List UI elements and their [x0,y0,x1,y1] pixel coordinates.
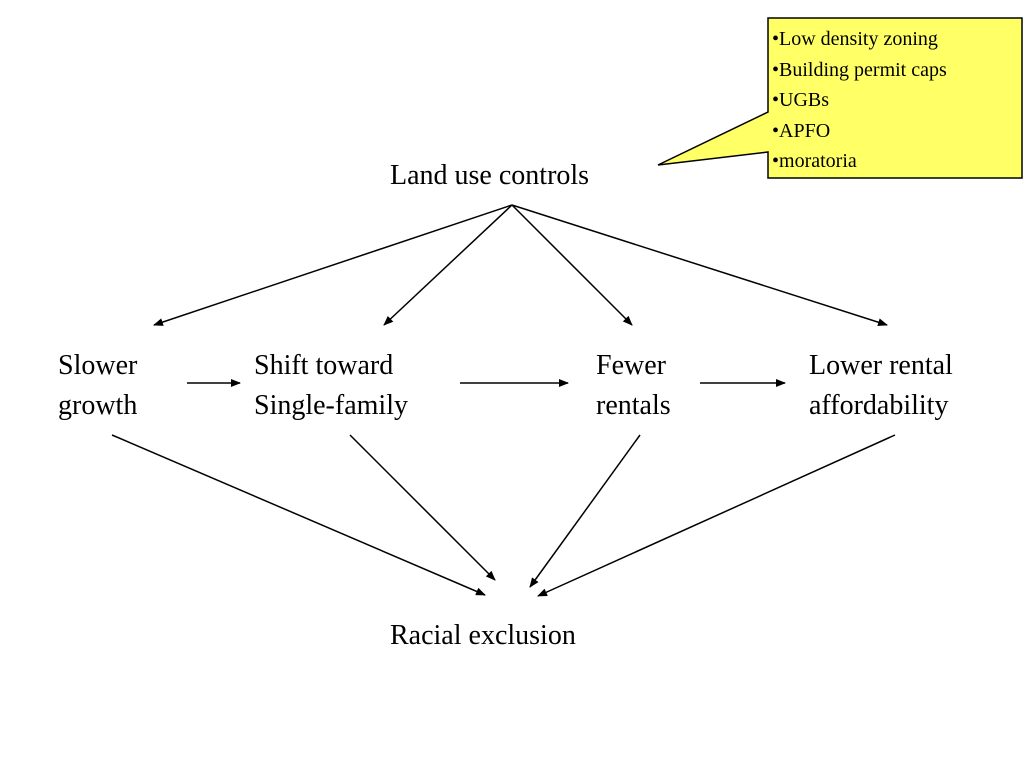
node-label-line-1: Shift toward [254,350,394,381]
arrow-controls-to-slower-growth [153,204,513,326]
node-land-use-controls: Land use controls [390,156,589,196]
callout-item: Low density zoning [772,24,947,55]
node-label-line-2: rentals [596,390,671,421]
node-lower-rental-affordability: Lower rental affordability [809,346,953,426]
callout-item: APFO [772,116,947,147]
node-label-line-2: affordability [809,390,949,421]
arrow-slower-to-racial-exclusion [111,434,486,596]
callout-item: moratoria [772,146,947,177]
node-label-line-1: Fewer [596,350,666,381]
node-fewer-rentals: Fewer rentals [596,346,671,426]
node-label-line-1: Lower rental [809,350,953,381]
callout-list: Low density zoning Building permit caps … [772,24,947,177]
node-label: Land use controls [390,160,590,191]
arrow-controls-to-fewer-rentals [511,204,633,326]
arrow-shift-to-racial-exclusion [349,434,496,581]
node-label-line-1: Slower [58,350,138,381]
node-racial-exclusion: Racial exclusion [390,616,576,656]
callout-item: Building permit caps [772,55,947,86]
node-label: Racial exclusion [390,620,576,651]
node-shift-toward-single-family: Shift toward Single-family [254,346,408,426]
arrow-fewer-to-racial-exclusion [529,434,641,588]
node-slower-growth: Slower growth [58,346,137,426]
callout-item: UGBs [772,85,947,116]
node-label-line-2: growth [58,390,138,421]
arrow-controls-to-lower-affordability [511,204,888,327]
arrow-controls-to-shift-single-family [383,204,513,326]
node-label-line-2: Single-family [254,390,408,421]
arrow-lower-to-racial-exclusion [537,434,896,597]
